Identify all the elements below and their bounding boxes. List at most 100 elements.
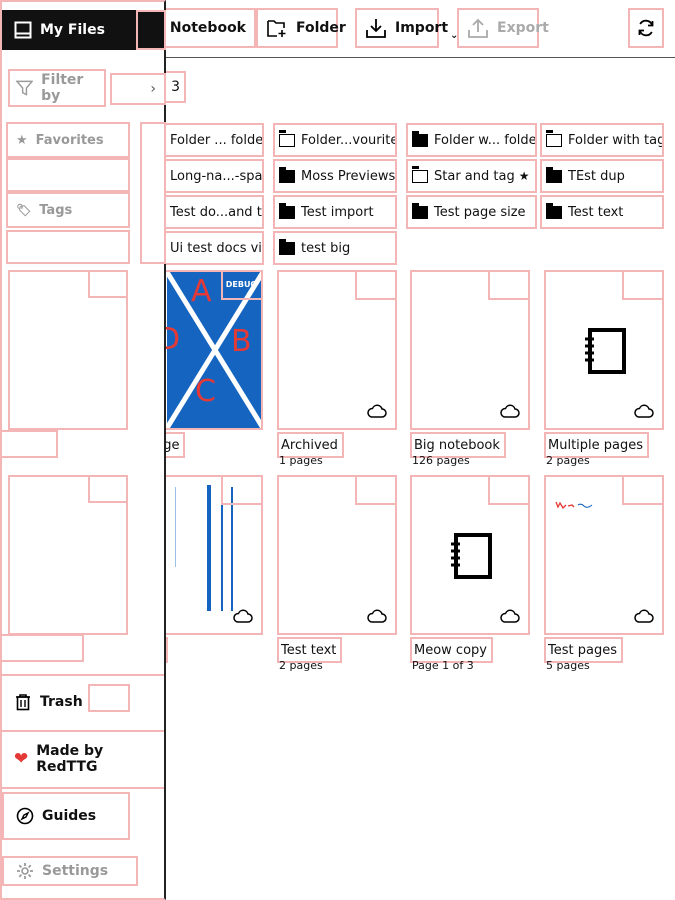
sidebar-item-tags[interactable]: 🏷 Tags [6, 192, 130, 228]
document-page-count: 126 pages [412, 454, 470, 467]
star-icon: ★ [518, 169, 530, 183]
folder-item[interactable]: Folder with tag [540, 123, 664, 157]
filter-icon [16, 80, 34, 96]
sidebar-label-favorites: Favorites [35, 132, 104, 148]
folder-icon [411, 166, 428, 183]
heart-icon: ❤ [14, 749, 29, 769]
document-name: Multiple pages [544, 432, 650, 458]
filter-by-button[interactable]: Filter by [8, 69, 106, 107]
document-menu-area[interactable] [488, 272, 528, 300]
download-icon [366, 19, 386, 38]
breadcrumb-text: 3 [171, 79, 180, 95]
folder-name: TEst dup [568, 168, 625, 184]
folder-item[interactable]: Test do...and tags [166, 195, 264, 229]
divider [2, 674, 164, 676]
sidebar-label-my-files: My Files [40, 22, 105, 38]
sidebar-label-trash: Trash [40, 694, 83, 710]
folder-item[interactable]: Test text [540, 195, 664, 229]
folder-item[interactable]: Test import [273, 195, 397, 229]
folder-name: Star and tag [434, 168, 515, 184]
top-toolbar: Notebook Folder Import ⌄ Export [0, 0, 675, 58]
folder-item[interactable]: Ui test docs view [166, 231, 264, 265]
new-folder-button[interactable]: Folder [256, 8, 346, 48]
sidebar-item-favorites[interactable]: ★ Favorites [6, 122, 130, 158]
document-menu-area[interactable] [221, 272, 261, 300]
sidebar-spacer [6, 158, 130, 192]
divider [2, 787, 164, 789]
folder-icon [279, 202, 295, 219]
document-thumbnail[interactable] [277, 270, 397, 430]
document-thumbnail[interactable] [410, 270, 530, 430]
folder-name: Folder ... folders [170, 132, 264, 148]
folder-name: Test text [568, 204, 624, 220]
document-menu-area[interactable] [355, 477, 395, 505]
sync-icon [638, 19, 654, 37]
sync-button[interactable] [628, 8, 664, 48]
hidden-doc-label [0, 430, 58, 458]
folder-item[interactable]: Test page size [406, 195, 537, 229]
chevron-right-icon: › [150, 81, 156, 97]
folder-item[interactable]: Folder ... folders [166, 123, 264, 157]
filter-expand-button[interactable]: › [110, 73, 166, 105]
document-thumbnail[interactable] [277, 475, 397, 635]
document-thumbnail[interactable] [410, 475, 530, 635]
thumbnail-label: DEBUG [225, 280, 257, 289]
document-thumbnail[interactable] [544, 270, 664, 430]
upload-icon [468, 18, 488, 38]
document-menu-area[interactable] [355, 272, 395, 300]
document-menu-area[interactable] [622, 477, 662, 505]
sidebar-item-made-by[interactable]: ❤ Made by RedTTG [2, 741, 164, 777]
document-page-count: 2 pages [546, 454, 590, 467]
cloud-icon [500, 403, 520, 422]
folder-item[interactable]: test big [273, 231, 397, 265]
folder-plus-icon [267, 20, 286, 37]
sidebar-item-trash[interactable]: Trash [2, 684, 83, 720]
sidebar-collapse-area [136, 10, 166, 50]
star-icon: ★ [16, 132, 28, 148]
folder-item[interactable]: Folder w... folders [406, 123, 537, 157]
import-button[interactable]: Import ⌄ [355, 8, 458, 48]
folder-name: Test import [301, 204, 374, 220]
trash-icon [16, 694, 30, 711]
document-menu-area[interactable] [622, 272, 662, 300]
thumbnail-stroke [221, 489, 223, 611]
cloud-icon [367, 403, 387, 422]
hidden-doc-corner [88, 270, 128, 298]
document-menu-area[interactable] [221, 477, 261, 505]
folder-icon [545, 130, 562, 147]
hidden-doc-label [0, 634, 84, 662]
folder-item[interactable]: Long-na...-spaces [166, 159, 264, 193]
document-page-count: Page 1 of 3 [412, 659, 474, 672]
sidebar-item-settings[interactable]: Settings [2, 856, 138, 886]
folder-name: Test do...and tags [170, 204, 262, 220]
folder-item[interactable]: TEst dup [540, 159, 664, 193]
document-name: Test pages [544, 637, 623, 663]
sidebar-label-made-by: Made by RedTTG [36, 743, 104, 775]
document-name: Test text [277, 637, 343, 663]
thumbnail-letter: A [191, 274, 212, 309]
folder-icon [279, 238, 295, 255]
folder-icon [278, 130, 295, 147]
folder-icon [412, 202, 428, 219]
document-menu-area[interactable] [488, 477, 528, 505]
export-button[interactable]: Export [457, 8, 549, 48]
thumbnail-stroke [175, 487, 176, 567]
sidebar-item-guides[interactable]: Guides [2, 792, 130, 840]
document-page-count: 5 pages [546, 659, 590, 672]
divider [2, 730, 164, 732]
folder-name: Folder w... folders [434, 132, 537, 148]
document-thumbnail[interactable] [544, 475, 664, 635]
document-name: Big notebook [410, 432, 506, 458]
folder-item[interactable]: Moss Previews [273, 159, 397, 193]
sidebar-label-settings: Settings [42, 863, 109, 879]
notebook-icon [585, 328, 626, 374]
folder-name: Long-na...-spaces [170, 168, 263, 184]
folder-item[interactable]: Star and tag★ [406, 159, 537, 193]
folder-item[interactable]: Folder...vourite★ [273, 123, 397, 157]
